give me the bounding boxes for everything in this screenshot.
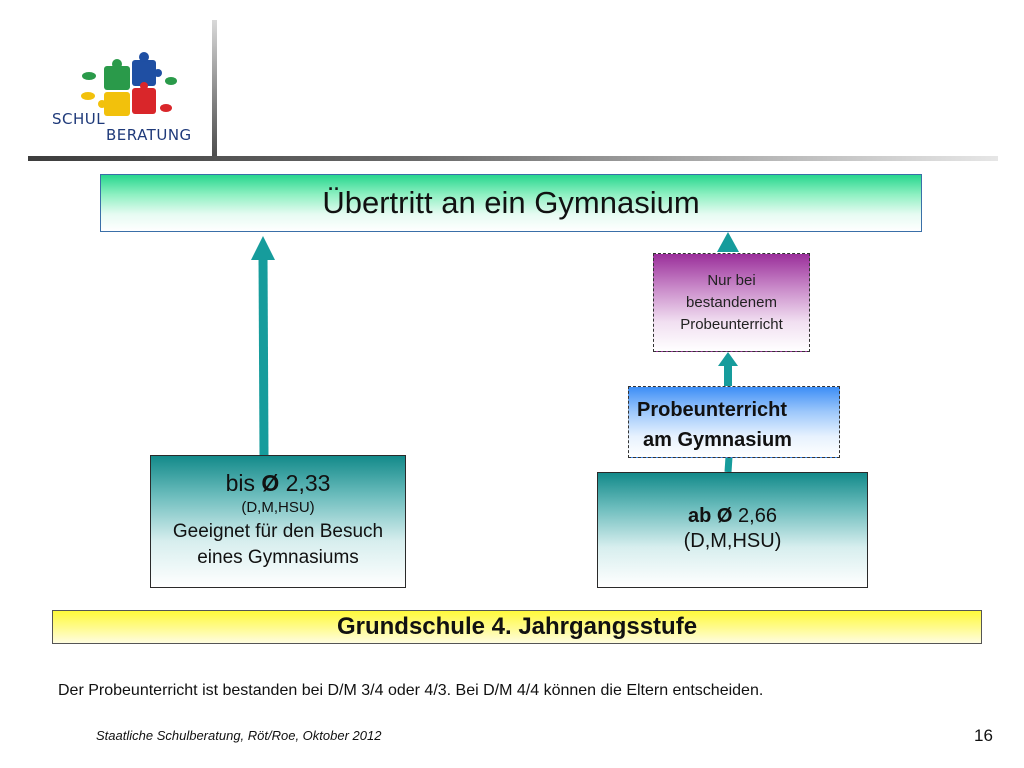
subjects-right: (D,M,HSU) [683, 530, 782, 552]
grundschule-label: Grundschule 4. Jahrgangsstufe [336, 613, 698, 640]
logo-blue-piece [132, 60, 156, 86]
probeunterricht-line-1: Probeunterricht [637, 399, 788, 421]
grundschule-bar: Grundschule 4. Jahrgangsstufe [52, 610, 982, 644]
grade-threshold-right: ab Ø 2,66 [688, 505, 777, 527]
header-vertical-divider [212, 20, 217, 160]
condition-line-1: Nur bei [707, 272, 756, 289]
arrow-left-head [251, 236, 275, 260]
logo-green-piece [104, 66, 130, 90]
condition-line-3: Probeunterricht [680, 316, 783, 333]
logo-yellow-piece [104, 92, 130, 116]
arrow-left-shaft [258, 255, 269, 456]
grade-box-left: bis Ø 2,33 (D,M,HSU) Geeignet für den Be… [150, 455, 406, 588]
subjects-left: (D,M,HSU) [241, 499, 315, 516]
arrow-right-lower-shaft [724, 456, 733, 473]
suitability-text: Geeignet für den Besuch eines Gymnasiums [172, 521, 384, 568]
footer-credit: Staatliche Schulberatung, Röt/Roe, Oktob… [96, 728, 382, 743]
logo-text-beratung: BERATUNG [106, 126, 192, 144]
grade-threshold-left: bis Ø 2,33 [225, 470, 331, 496]
condition-line-2: bestandenem [686, 294, 777, 311]
header-horizontal-divider [28, 156, 998, 161]
grade-box-right: ab Ø 2,66 (D,M,HSU) [597, 472, 868, 588]
schulberatung-logo [81, 52, 177, 116]
logo-red-piece [132, 88, 156, 114]
condition-box: Nur bei bestandenem Probeunterricht [653, 253, 810, 352]
title-text: Übertritt an ein Gymnasium [322, 185, 700, 220]
arrow-right-middle-head [718, 352, 738, 366]
probeunterricht-box: Probeunterricht am Gymnasium [628, 386, 840, 458]
arrow-right-top-head [717, 232, 739, 252]
probeunterricht-line-2: am Gymnasium [643, 429, 792, 451]
footnote: Der Probeunterricht ist bestanden bei D/… [58, 682, 764, 699]
logo-text-schul: SCHUL [52, 110, 106, 128]
title-box: Übertritt an ein Gymnasium [100, 174, 922, 232]
page-number: 16 [974, 726, 993, 745]
